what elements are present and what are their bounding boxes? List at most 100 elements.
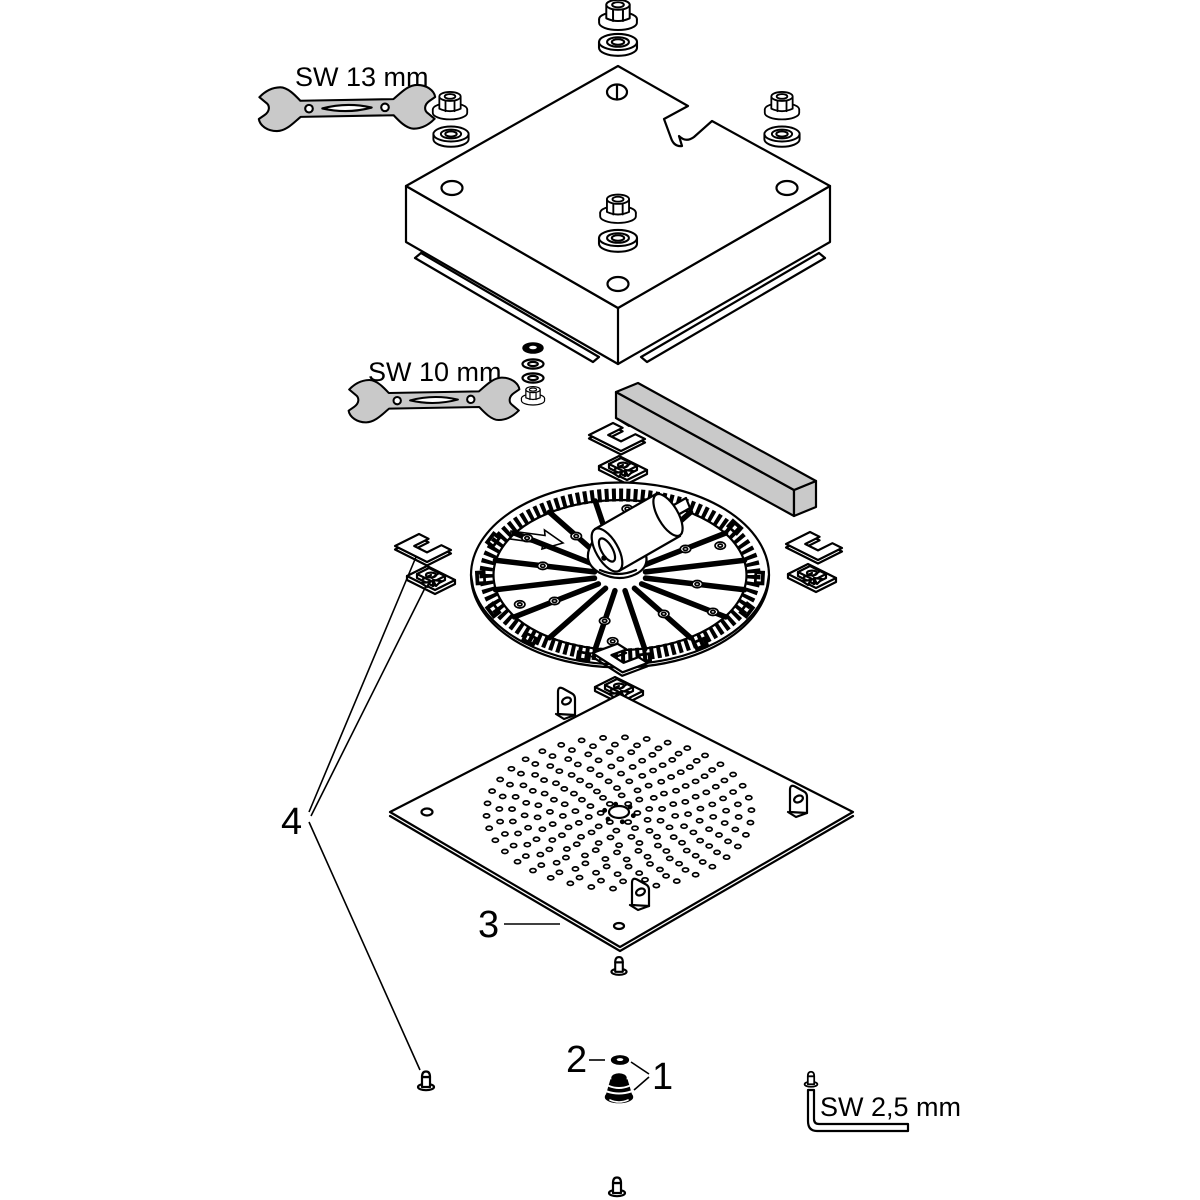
nozzle-hole [545, 846, 554, 853]
nozzle-hole [591, 847, 600, 853]
nozzle-hole [587, 884, 596, 890]
nozzle-hole [747, 807, 756, 814]
rubber-grommet [432, 125, 470, 148]
nozzle-hole [635, 840, 644, 846]
plate-corner-hole [420, 807, 434, 817]
nozzle-hole [746, 819, 755, 826]
nozzle-hole [671, 813, 680, 819]
corner-hole [440, 179, 464, 197]
nozzle-hole [529, 867, 537, 874]
nozzle-hole [592, 869, 601, 876]
nozzle-hole [606, 834, 615, 841]
nozzle-hole [519, 782, 528, 789]
nozzle-hole [719, 795, 728, 802]
nozzle-hole [567, 772, 576, 778]
center-lug [627, 804, 633, 810]
nozzle-hole [649, 795, 658, 801]
nozzle-hole [533, 814, 542, 821]
nozzle-hole [507, 765, 516, 772]
nozzle-hole [633, 787, 642, 794]
nozzle-hole [575, 874, 584, 881]
nozzle-hole [658, 762, 667, 769]
nozzle-hole [496, 818, 505, 825]
nozzle-hole [729, 789, 738, 795]
nozzle-hole [508, 818, 517, 825]
nozzle-hole [731, 826, 740, 833]
center-lug [619, 819, 625, 825]
nozzle-hole [577, 833, 586, 840]
nozzle-hole [635, 870, 644, 876]
nozzle-hole [602, 863, 611, 870]
housing-cover [404, 64, 832, 366]
nozzle-hole [656, 866, 664, 873]
rotation-arrow-icon [509, 528, 565, 551]
nozzle-hole [560, 786, 569, 792]
nozzle-hole [682, 847, 691, 854]
cage-nut [786, 562, 838, 594]
center-lug [605, 816, 611, 822]
nozzle-hole [573, 761, 582, 768]
nozzle-hole [557, 832, 566, 839]
screw-boss-hole [539, 563, 546, 569]
nozzle-hole [627, 749, 636, 756]
nozzle-hole [619, 878, 628, 885]
nozzle-hole [691, 852, 700, 859]
nozzle-hole [622, 856, 631, 863]
wheel-spoke [642, 557, 748, 575]
nozzle-hole [713, 849, 721, 856]
ceiling-fastener-top [597, 0, 639, 57]
nozzle-hole [628, 764, 637, 770]
nozzle-hole [572, 841, 581, 848]
nozzle-hole [649, 767, 657, 774]
nozzle-hole [549, 796, 558, 803]
nozzle-hole [657, 778, 666, 785]
wheel-spoke [622, 587, 648, 652]
plate-corner-hole [612, 921, 626, 931]
nozzle-hole [511, 794, 520, 800]
nozzle-hole [617, 792, 626, 799]
nozzle-hole [531, 772, 540, 778]
nozzle-hole [612, 827, 621, 834]
nozzle-hole [662, 873, 671, 879]
nozzle-hole [546, 875, 555, 881]
nozzle-hole [705, 843, 714, 849]
nozzle-hole [617, 770, 625, 777]
nozzle-hole [592, 788, 601, 795]
nozzle-hole [631, 825, 639, 832]
nozzle-hole [557, 742, 566, 748]
nozzle-hole [656, 817, 665, 824]
nozzle-hole [523, 841, 532, 848]
nozzle-hole [711, 783, 720, 790]
small-parts-stack [520, 342, 546, 406]
rubber-grommet-center [597, 228, 639, 253]
nozzle-hole [555, 869, 564, 876]
screw-boss-hole [694, 581, 701, 587]
nozzle-hole [654, 842, 662, 849]
plate-tab [554, 686, 577, 721]
nozzle-hole [665, 824, 674, 831]
nozzle-hole [517, 770, 525, 777]
wrench-13-label: SW 13 mm [295, 62, 429, 92]
screw-boss-hole [609, 638, 616, 644]
nozzle-hole [594, 757, 603, 764]
nozzle-hole [548, 837, 557, 843]
nozzle-hole [642, 736, 651, 742]
nozzle-hole [696, 837, 705, 844]
nozzle-hole [609, 885, 617, 892]
nozzle-hole [570, 790, 578, 797]
nozzle-hole [645, 828, 654, 834]
nozzle-hole [738, 782, 747, 789]
nozzle-hole [681, 799, 690, 805]
screw-boss-hole [682, 546, 689, 552]
nozzle-hole [597, 877, 605, 884]
wrench-10-label: SW 10 mm [368, 357, 502, 387]
nozzle-hole [540, 777, 549, 784]
nozzle-hole [577, 737, 586, 744]
nozzle-hole [498, 793, 507, 800]
nozzle-hole [678, 839, 686, 846]
nozzle-hole [577, 796, 586, 803]
nozzle-hole [521, 756, 530, 763]
nozzle-hole [587, 829, 596, 836]
nozzle-hole [691, 871, 700, 878]
